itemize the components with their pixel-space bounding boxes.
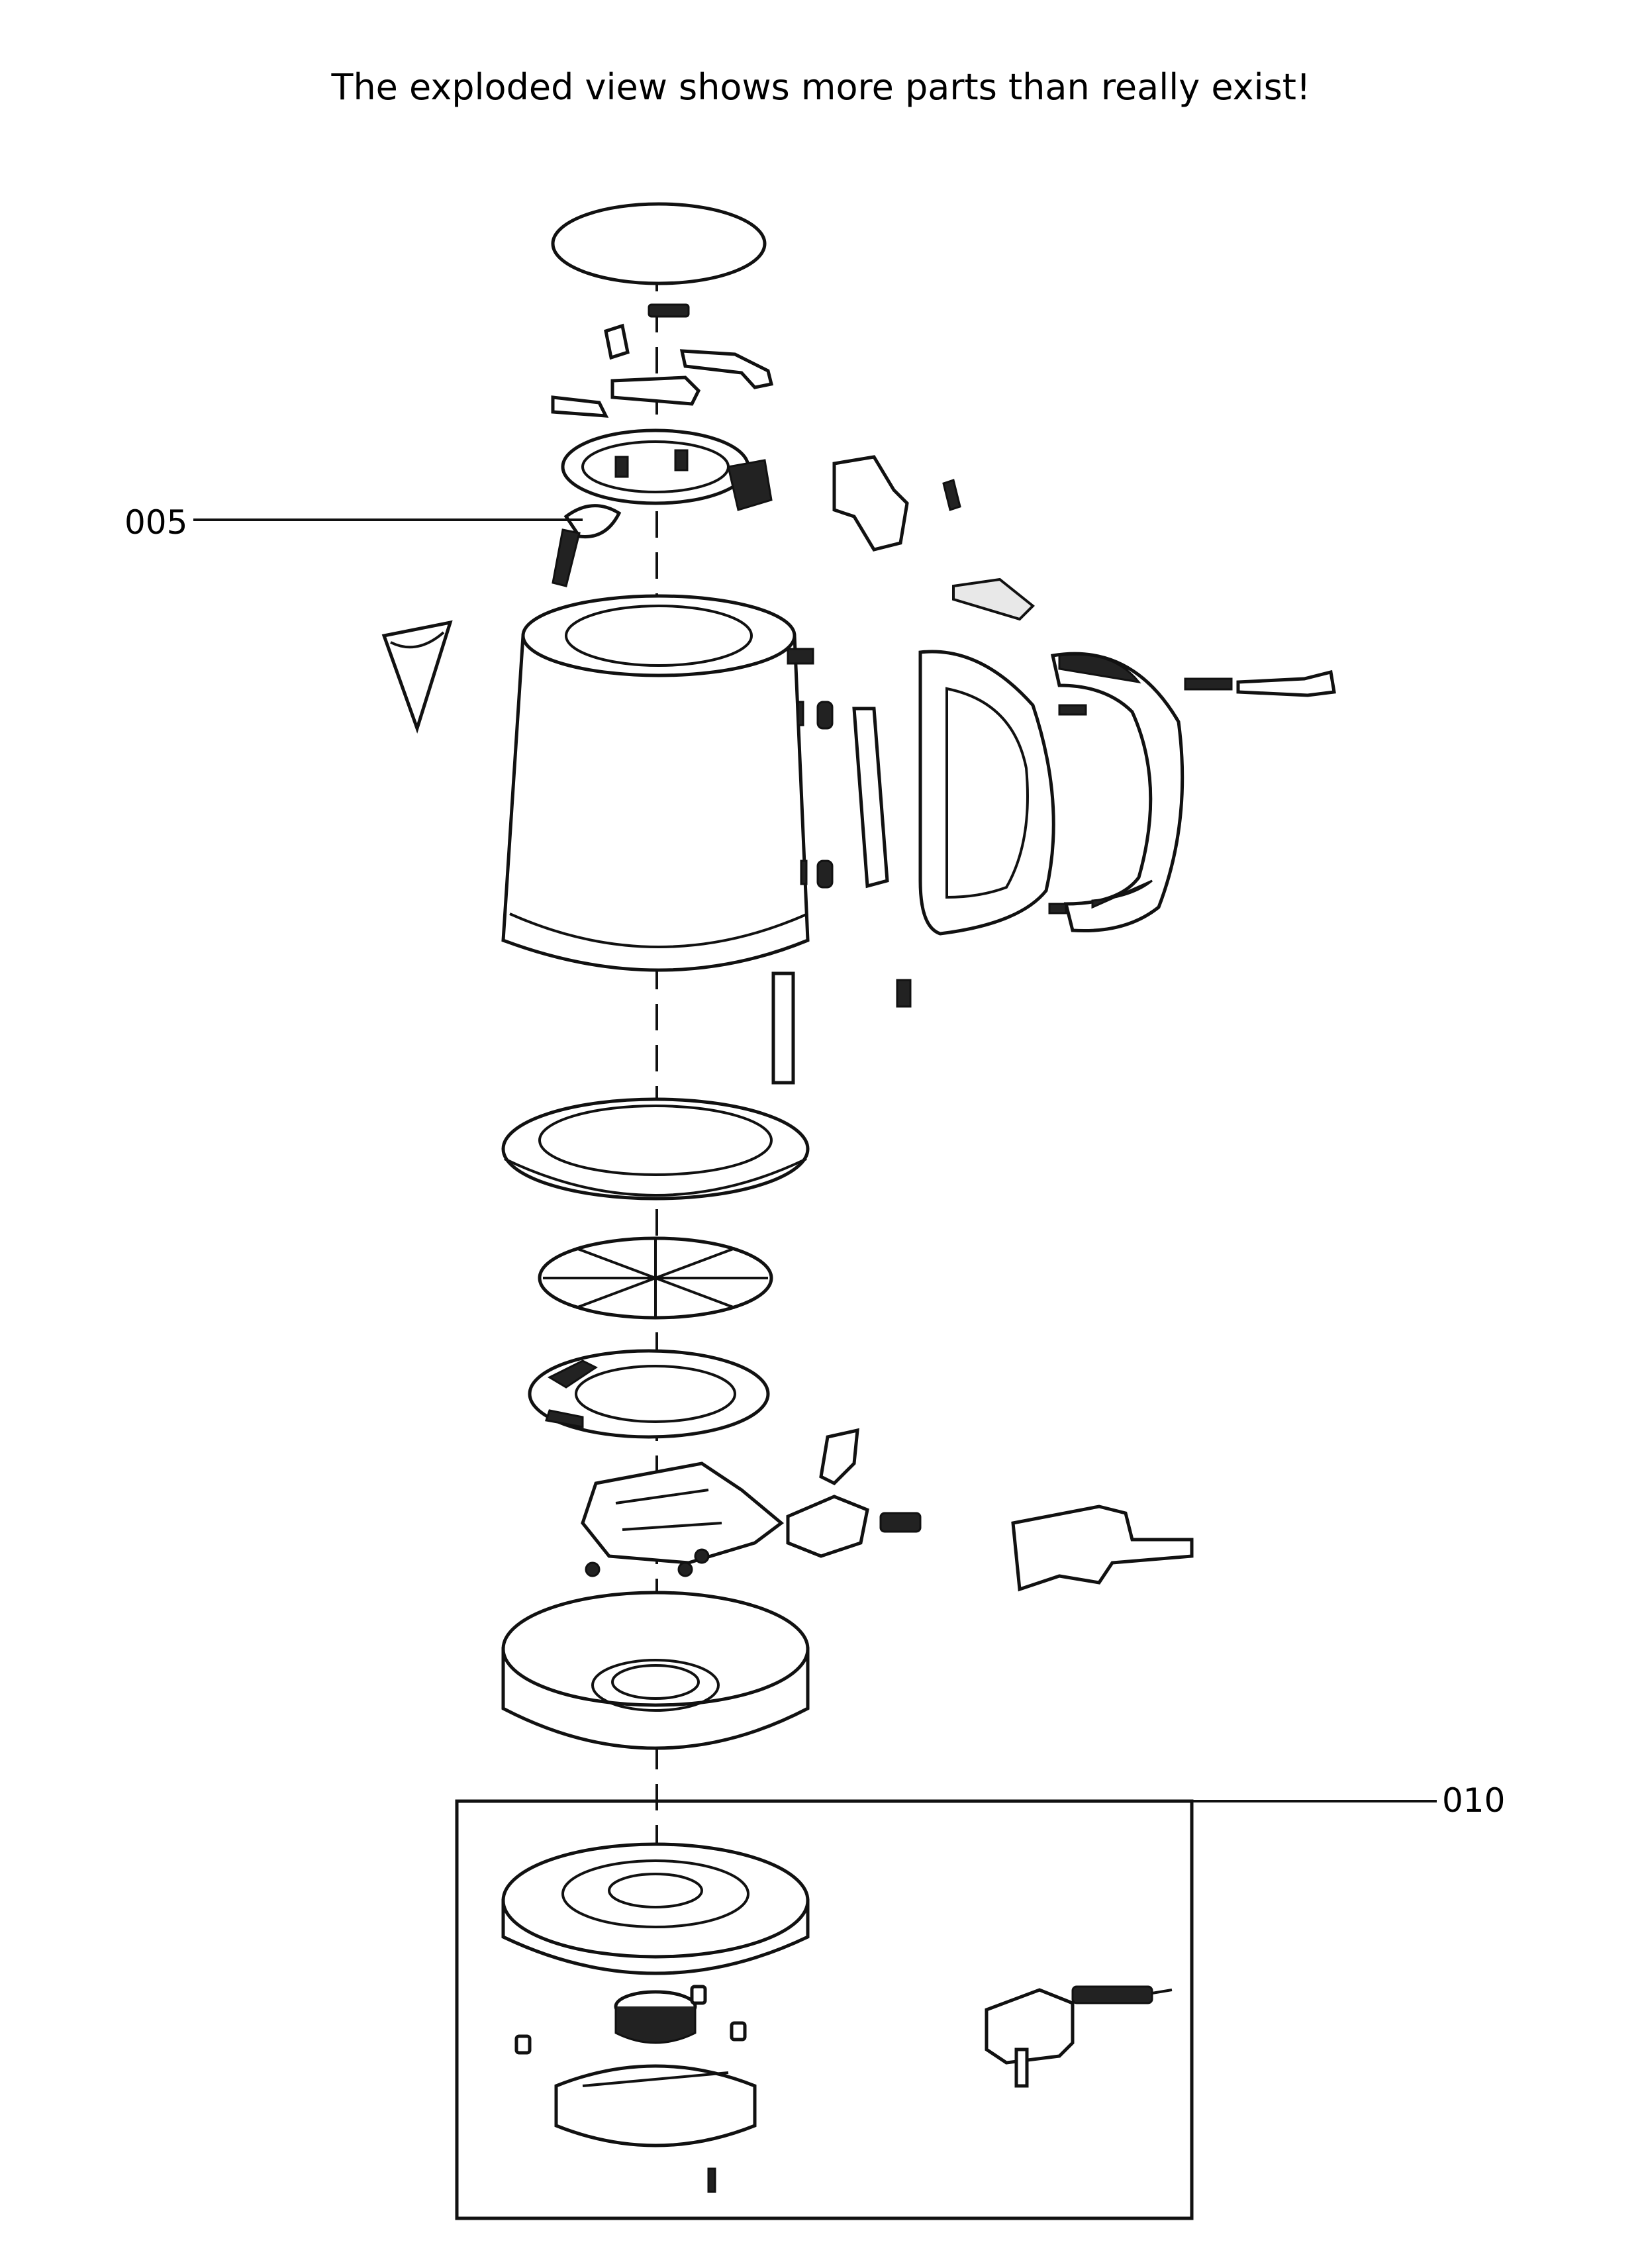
handle-rail-part [816,701,889,889]
heat-spreader-disc-part [538,1236,773,1320]
hinge-bracket-part [832,455,961,552]
power-base-group-010 [455,1799,1437,2220]
heating-element-part [528,1349,770,1439]
spout-filter-part [381,620,453,734]
thermostat-control-part [581,1428,922,1577]
lid-release-part-005 [552,504,622,587]
heating-plate-ring-part [501,1097,810,1201]
handle-cover-part [1050,652,1184,933]
base-socket-part [554,2064,757,2193]
lid-ring-part [561,428,773,511]
lid-latch-parts [551,303,774,418]
kettle-body-part [501,594,814,1085]
power-base-box [455,1799,1194,2220]
switch-pin-part [896,669,1336,1008]
diagram-caption: The exploded view shows more parts than … [331,66,1311,108]
base-housing-part [501,1591,810,1750]
power-plug-part [985,1985,1173,2088]
connector-part [514,1985,747,2055]
switch-linkage-part [1011,1504,1194,1592]
callout-010: 010 [1442,1781,1506,1820]
power-base-plate-part [501,1842,810,1975]
handle-frame-part [918,577,1055,936]
callout-005: 005 [124,503,188,542]
lid-cover-part [551,202,767,285]
